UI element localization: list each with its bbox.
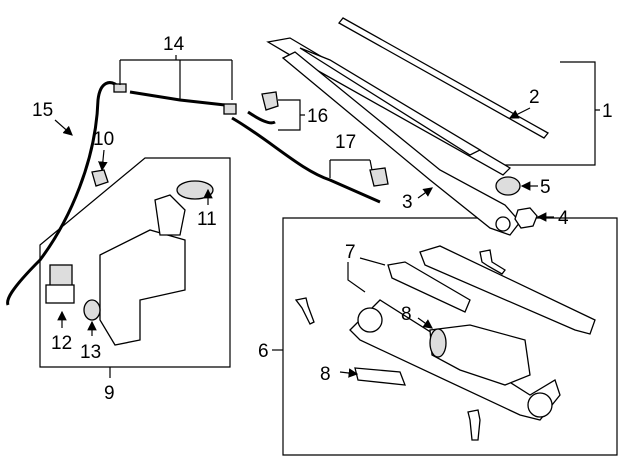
callout-5: 5 [540,177,551,198]
washer-hose-short [247,110,276,125]
callout-11: 11 [197,209,217,230]
bolt [479,249,506,275]
bolt [467,409,481,441]
callout-16: 16 [307,106,328,127]
hose-connector [223,103,237,115]
bolt [294,297,315,325]
wiper-blade-refill [338,17,549,139]
reservoir-group-box [39,157,231,368]
callout-7: 7 [345,242,356,263]
callout-1: 1 [602,101,613,122]
callout-4: 4 [558,208,569,229]
washer-nozzle [369,167,389,187]
callout-3: 3 [402,192,413,213]
callout-17: 17 [335,132,356,153]
callout-8-motor: 8 [401,304,412,325]
callout-2: 2 [529,87,540,108]
callout-14: 14 [163,34,185,55]
wiper-blade [266,37,512,176]
callout-8-bracket: 8 [320,364,331,385]
washer-hose [6,81,122,306]
motor-bracket [354,367,406,386]
washer-nozzle [261,91,279,111]
hose-connector [113,83,127,93]
arm-cap [495,176,521,196]
callout-10: 10 [93,129,114,150]
callout-13: 13 [80,342,101,363]
callout-15: 15 [32,100,53,121]
washer-hose-lower [231,116,381,204]
washer-hose-upper [129,90,226,107]
pump-grommet [83,299,101,321]
wiper-motor [429,324,531,386]
arm-nut [514,207,538,229]
leader-lines [54,55,600,378]
callout-6: 6 [258,341,269,362]
washer-pump [45,264,75,304]
hose-clip [91,169,109,187]
washer-reservoir [99,180,214,346]
callout-9: 9 [104,383,115,404]
callout-12: 12 [51,333,72,354]
